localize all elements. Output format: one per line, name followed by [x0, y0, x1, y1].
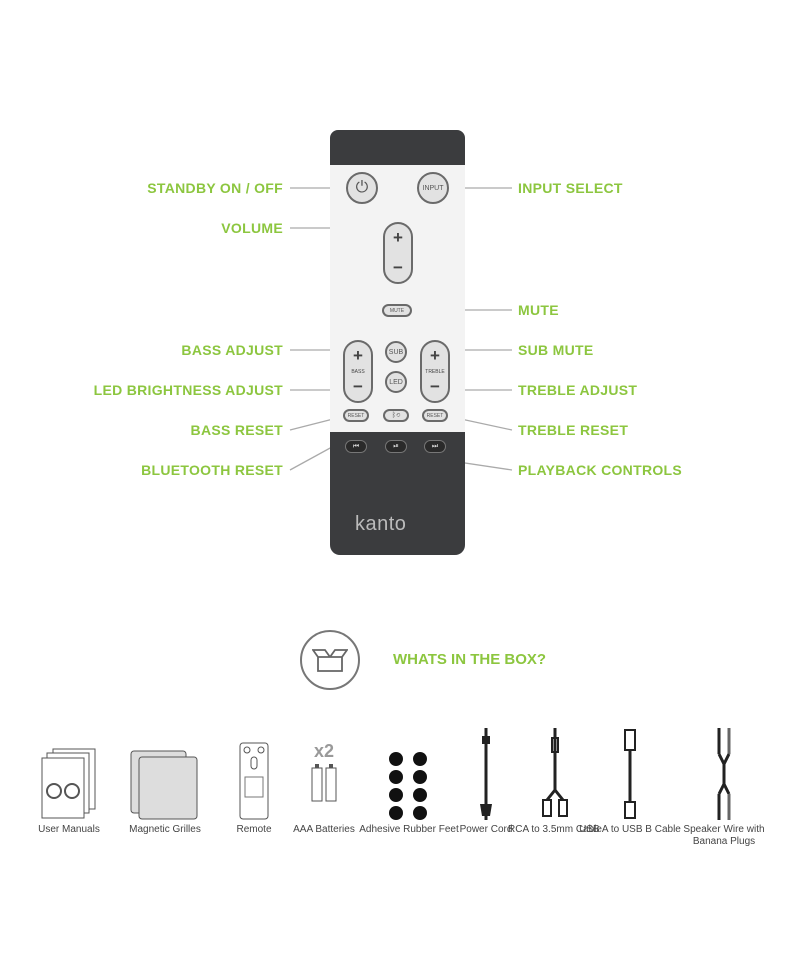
- label-bass-reset: BASS RESET: [190, 422, 283, 438]
- volume-rocker[interactable]: +−: [383, 222, 413, 284]
- mute-button[interactable]: MUTE: [382, 304, 412, 317]
- box-icon: [300, 630, 360, 690]
- label-treble-adjust: TREBLE ADJUST: [518, 382, 638, 398]
- box-item-speaker-wire: Speaker Wire with Banana Plugs: [669, 722, 779, 848]
- box-item-power-cord: Power Cord: [431, 722, 541, 836]
- box-item-user-manuals: User Manuals: [14, 722, 124, 836]
- box-item-rubber-feet: Adhesive Rubber Feet: [354, 722, 464, 836]
- power-cord-icon: [480, 728, 492, 820]
- box-item-remote: Remote: [199, 722, 309, 836]
- box-item-rca-cable: RCA to 3.5mm Cable: [500, 722, 610, 836]
- bluetooth-reset-button[interactable]: ᛒ⟲: [383, 409, 409, 422]
- input-button[interactable]: INPUT: [417, 172, 449, 204]
- bass-reset-button[interactable]: RESET: [343, 409, 369, 422]
- box-item-usb-cable: USB A to USB B Cable: [575, 722, 685, 836]
- rca-cable-icon: [542, 728, 568, 817]
- whats-in-the-box-title: WHATS IN THE BOX?: [393, 651, 547, 668]
- label-bass-adjust: BASS ADJUST: [181, 342, 283, 358]
- label-treble-reset: TREBLE RESET: [518, 422, 629, 438]
- treble-reset-button[interactable]: RESET: [422, 409, 448, 422]
- remote-icon: [239, 742, 269, 820]
- battery-icon: [311, 763, 337, 801]
- sub-button[interactable]: SUB: [385, 341, 407, 363]
- manual-icon: [41, 748, 96, 819]
- speaker-wire-icon: [717, 728, 731, 820]
- previous-button[interactable]: ⏮: [345, 440, 367, 453]
- treble-rocker[interactable]: +TREBLE−: [420, 340, 450, 403]
- label-input-select: INPUT SELECT: [518, 180, 623, 196]
- rubber-feet-icon: [389, 752, 427, 820]
- power-button[interactable]: ⏻: [346, 172, 378, 204]
- box-item-grilles: Magnetic Grilles: [110, 722, 220, 836]
- next-button[interactable]: ⏭: [424, 440, 446, 453]
- label-sub-mute: SUB MUTE: [518, 342, 594, 358]
- remote-control: ⏻ INPUT +− MUTE +BASS− +TREBLE− SUB LED …: [330, 130, 465, 555]
- label-mute: MUTE: [518, 302, 559, 318]
- label-bluetooth-reset: BLUETOOTH RESET: [141, 462, 283, 478]
- label-playback-controls: PLAYBACK CONTROLS: [518, 462, 683, 478]
- kanto-logo: kanto: [355, 513, 407, 535]
- label-led-brightness: LED BRIGHTNESS ADJUST: [93, 382, 283, 398]
- grille-icon: [130, 750, 198, 820]
- play-pause-button[interactable]: ⏯: [385, 440, 407, 453]
- led-button[interactable]: LED: [385, 371, 407, 393]
- bass-rocker[interactable]: +BASS−: [343, 340, 373, 403]
- label-volume: VOLUME: [221, 220, 283, 236]
- usb-cable-icon: [624, 729, 636, 819]
- label-standby: STANDBY ON / OFF: [147, 180, 283, 196]
